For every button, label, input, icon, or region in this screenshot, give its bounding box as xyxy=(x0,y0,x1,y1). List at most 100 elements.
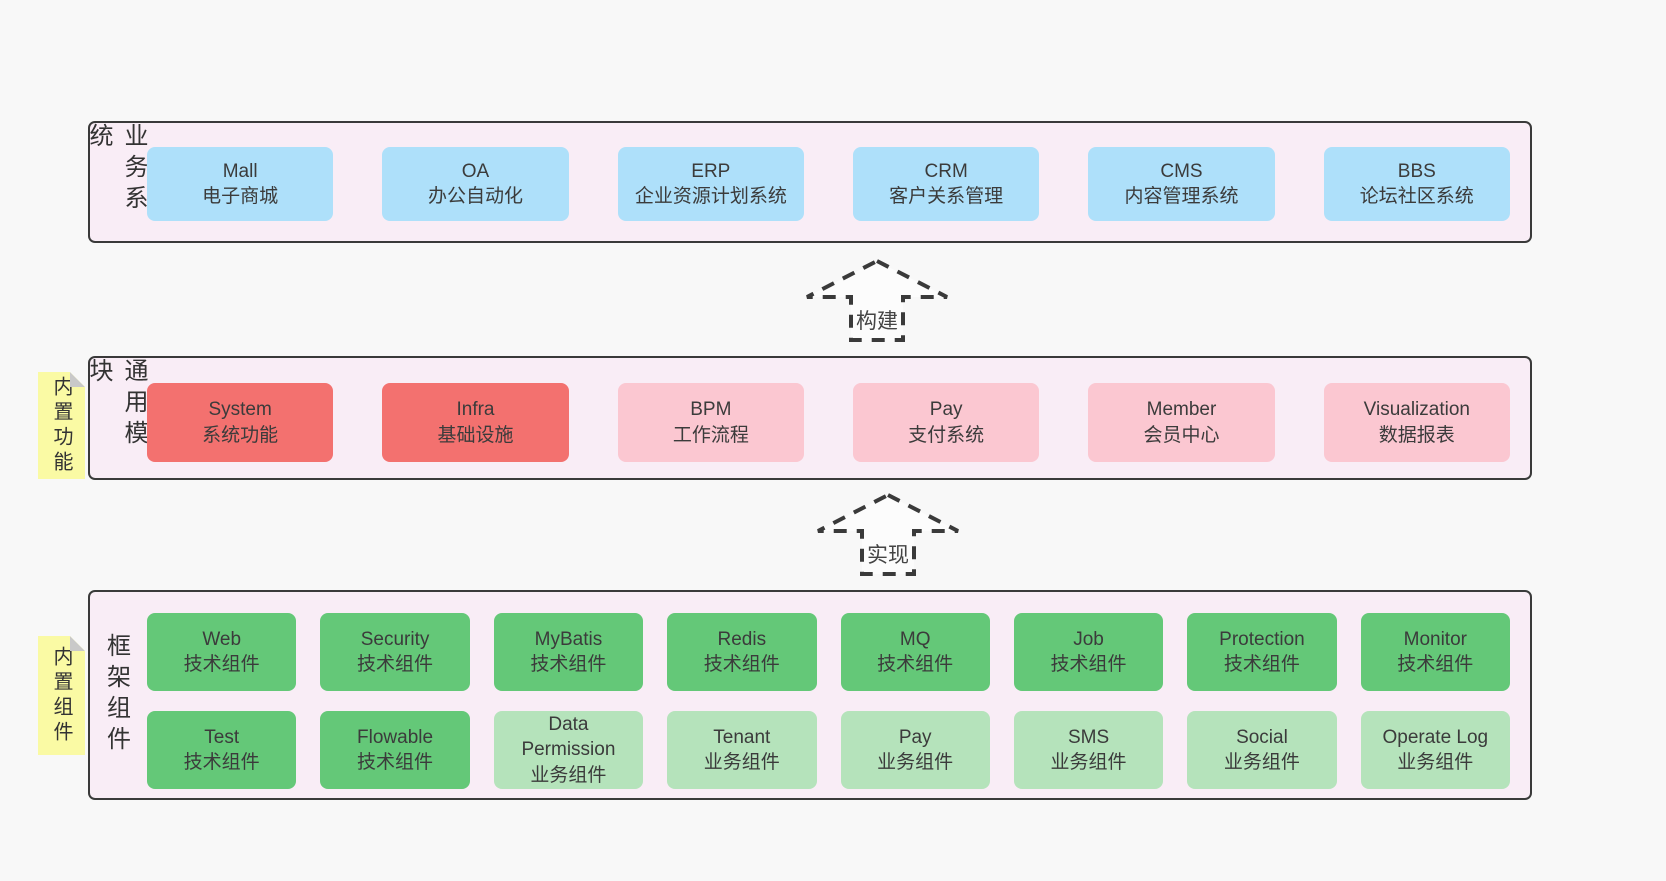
framework-box-row-2: Test 技术组件 Flowable 技术组件 Data Permission … xyxy=(147,711,1510,789)
box-name: CRM xyxy=(924,160,968,182)
box-subtitle: 数据报表 xyxy=(1378,424,1455,446)
box-monitor: Monitor 技术组件 xyxy=(1360,613,1510,691)
box-name: Job xyxy=(1073,628,1104,650)
box-mybatis: MyBatis 技术组件 xyxy=(493,613,644,691)
box-name: MQ xyxy=(899,628,931,650)
box-name: Member xyxy=(1146,399,1217,421)
box-name: ERP xyxy=(691,160,731,182)
business-box-row: Mall 电子商城 OA 办公自动化 ERP 企业资源计划系统 CRM 客户关系… xyxy=(147,147,1510,221)
box-security: Security 技术组件 xyxy=(320,613,470,691)
band-framework-components: 框架组件 Web 技术组件 Security 技术组件 MyBatis 技术组件… xyxy=(88,590,1532,800)
box-test: Test 技术组件 xyxy=(147,711,297,789)
band-business-label: 业务系统 xyxy=(85,123,147,241)
box-flowable: Flowable 技术组件 xyxy=(320,711,470,789)
band-business-label-text: 业务系统 xyxy=(85,123,147,216)
box-subtitle: 支付系统 xyxy=(908,424,985,446)
box-subtitle: 系统功能 xyxy=(202,424,279,446)
box-pay-business: Pay 业务组件 xyxy=(840,711,990,789)
box-name: Web xyxy=(202,628,242,650)
box-subtitle: 业务组件 xyxy=(530,764,607,786)
box-subtitle: 技术组件 xyxy=(877,654,954,675)
box-name: BBS xyxy=(1397,160,1436,182)
band-common-modules: 通用模块 System 系统功能 Infra 基础设施 BPM 工作流程 Pay… xyxy=(85,356,1532,480)
box-redis: Redis 技术组件 xyxy=(667,613,817,691)
box-member: Member 会员中心 xyxy=(1088,383,1275,462)
sticky-text: 内置组件 xyxy=(50,645,72,746)
band-framework-label-text: 框架组件 xyxy=(102,633,130,757)
box-bbs: BBS 论坛社区系统 xyxy=(1323,147,1510,221)
band-common-label-text: 通用模块 xyxy=(85,358,147,451)
box-crm: CRM 客户关系管理 xyxy=(852,147,1040,221)
box-subtitle: 技术组件 xyxy=(703,654,780,675)
arrow-build-label: 构建 xyxy=(856,310,898,333)
box-name: CMS xyxy=(1160,160,1203,182)
box-subtitle: 技术组件 xyxy=(1223,654,1300,675)
box-name: Infra xyxy=(456,399,495,421)
box-subtitle: 技术组件 xyxy=(183,654,260,675)
sticky-note-builtin-components: 内置组件 xyxy=(38,636,85,755)
box-subtitle: 内容管理系统 xyxy=(1124,186,1239,207)
box-name: Visualization xyxy=(1363,399,1470,421)
box-subtitle: 技术组件 xyxy=(1397,654,1474,675)
box-bpm: BPM 工作流程 xyxy=(617,383,804,462)
box-name: Tenant xyxy=(713,726,771,748)
box-system: System 系统功能 xyxy=(147,383,334,462)
arrow-implement: 实现 xyxy=(814,491,962,577)
box-name: System xyxy=(208,399,272,421)
band-framework-label: 框架组件 xyxy=(98,592,134,798)
framework-box-row-1: Web 技术组件 Security 技术组件 MyBatis 技术组件 Redi… xyxy=(147,613,1510,691)
box-name: Pay xyxy=(929,399,963,421)
arrow-implement-label: 实现 xyxy=(867,544,909,567)
box-job: Job 技术组件 xyxy=(1013,613,1164,691)
box-data-permission: Data Permission 业务组件 xyxy=(493,711,644,789)
box-mall: Mall 电子商城 xyxy=(147,147,334,221)
box-subtitle: 技术组件 xyxy=(183,752,260,773)
common-box-row: System 系统功能 Infra 基础设施 BPM 工作流程 Pay 支付系统… xyxy=(147,383,1510,462)
box-subtitle: 技术组件 xyxy=(1050,654,1127,675)
box-erp: ERP 企业资源计划系统 xyxy=(617,147,804,221)
box-infra: Infra 基础设施 xyxy=(382,383,569,462)
box-subtitle: 业务组件 xyxy=(877,752,954,773)
band-business-systems: 业务系统 Mall 电子商城 OA 办公自动化 ERP 企业资源计划系统 CRM… xyxy=(85,121,1532,243)
box-name: OA xyxy=(461,160,490,182)
box-sms: SMS 业务组件 xyxy=(1013,711,1164,789)
box-operate-log: Operate Log 业务组件 xyxy=(1360,711,1510,789)
box-subtitle: 客户关系管理 xyxy=(889,186,1004,207)
box-pay: Pay 支付系统 xyxy=(852,383,1040,462)
box-subtitle: 电子商城 xyxy=(202,186,279,207)
box-web: Web 技术组件 xyxy=(147,613,297,691)
box-subtitle: 业务组件 xyxy=(1223,752,1300,773)
box-subtitle: 论坛社区系统 xyxy=(1359,186,1474,207)
box-subtitle: 技术组件 xyxy=(357,654,434,675)
sticky-note-builtin-features: 内置功能 xyxy=(38,372,85,479)
box-visualization: Visualization 数据报表 xyxy=(1323,383,1510,462)
box-cms: CMS 内容管理系统 xyxy=(1088,147,1275,221)
box-name: SMS xyxy=(1067,726,1110,748)
box-subtitle: 企业资源计划系统 xyxy=(634,186,787,207)
box-name: Operate Log xyxy=(1382,726,1489,748)
folded-corner-icon xyxy=(70,636,85,651)
box-subtitle: 业务组件 xyxy=(703,752,780,773)
dashed-up-arrow-icon xyxy=(806,258,948,342)
box-subtitle: 办公自动化 xyxy=(427,186,523,207)
arrow-build: 构建 xyxy=(803,257,951,343)
box-name: MyBatis xyxy=(534,628,603,650)
box-social: Social 业务组件 xyxy=(1187,711,1337,789)
box-subtitle: 业务组件 xyxy=(1397,752,1474,773)
box-subtitle: 基础设施 xyxy=(437,424,514,446)
box-subtitle: 技术组件 xyxy=(530,654,607,675)
band-common-label: 通用模块 xyxy=(85,358,147,478)
box-name: Monitor xyxy=(1403,628,1467,650)
box-name: Security xyxy=(360,628,430,650)
box-subtitle: 工作流程 xyxy=(672,424,749,446)
sticky-text: 内置功能 xyxy=(50,375,72,476)
box-name: Social xyxy=(1236,726,1288,748)
box-name: BPM xyxy=(690,399,732,421)
box-name: Pay xyxy=(898,726,932,748)
dashed-up-arrow-icon xyxy=(817,492,959,576)
box-oa: OA 办公自动化 xyxy=(382,147,569,221)
box-name: Protection xyxy=(1219,628,1305,650)
box-name: Mall xyxy=(222,160,258,182)
box-name: Test xyxy=(204,726,240,748)
box-mq: MQ 技术组件 xyxy=(840,613,990,691)
